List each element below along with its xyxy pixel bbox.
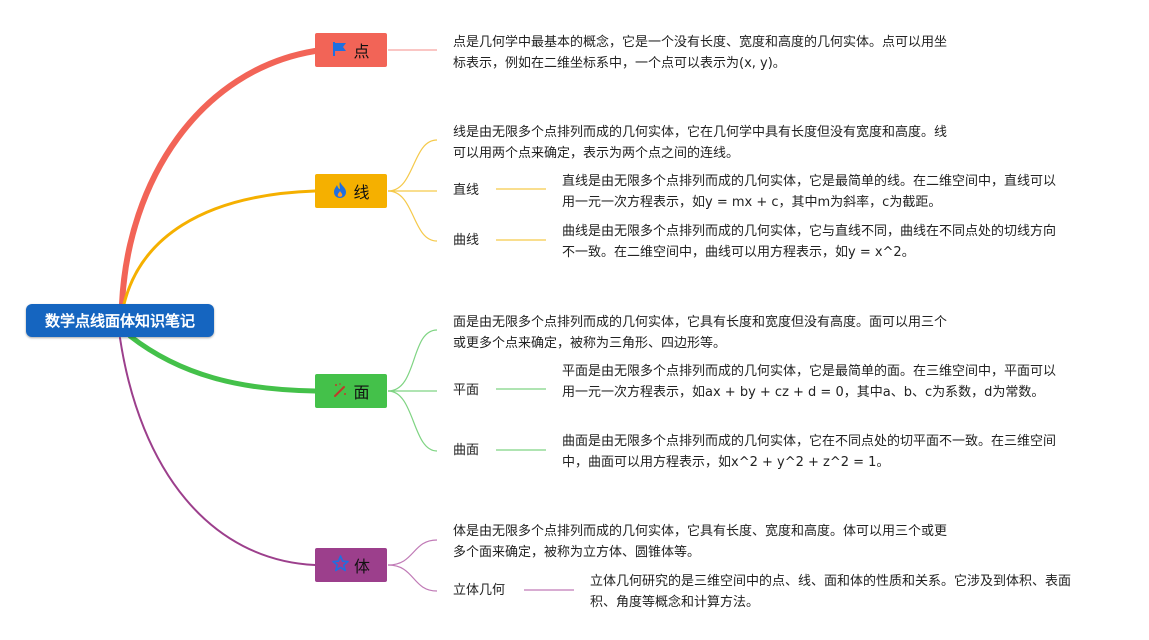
link-face-desc — [387, 329, 438, 392]
root-topic[interactable]: 数学点线面体知识笔记 — [26, 304, 214, 337]
branch-line-label: 线 — [353, 183, 370, 202]
plane-description: 平面是由无限多个点排列而成的几何实体，它是最简单的面。在三维空间中，平面可以用一… — [562, 364, 1057, 400]
branch-point[interactable]: 点 — [315, 33, 387, 67]
subtopic-straight-line[interactable]: 直线 — [453, 183, 480, 198]
point-description: 点是几何学中最基本的概念，它是一个没有长度、宽度和高度的几何实体。点可以用坐标表… — [453, 35, 948, 71]
branch-body[interactable]: 体 — [315, 548, 387, 582]
curve-description: 曲线是由无限多个点排列而成的几何实体，它与直线不同，曲线在不同点处的切线方向不一… — [562, 224, 1057, 260]
root-title: 数学点线面体知识笔记 — [44, 312, 195, 330]
link-body-desc — [387, 539, 438, 566]
link-face-surface — [387, 390, 438, 452]
subtopic-plane[interactable]: 平面 — [453, 383, 480, 398]
fire-icon — [332, 181, 348, 202]
link-line-desc — [387, 139, 438, 192]
link-root-line — [122, 189, 317, 306]
subtopic-curved-surface[interactable]: 曲面 — [453, 443, 480, 458]
link-root-point — [119, 48, 318, 307]
branch-point-label: 点 — [353, 42, 370, 61]
link-root-body — [119, 337, 316, 566]
magic-wand-icon — [332, 382, 348, 401]
link-line-curve — [387, 190, 438, 242]
star-icon — [332, 555, 349, 575]
solid-geometry-description: 立体几何研究的是三维空间中的点、线、面和体的性质和关系。它涉及到体积、表面积、角… — [590, 574, 1072, 610]
branch-line[interactable]: 线 — [315, 174, 387, 208]
subtopic-solid-geometry[interactable]: 立体几何 — [453, 583, 506, 598]
branch-face[interactable]: 面 — [315, 374, 387, 408]
face-description: 面是由无限多个点排列而成的几何实体，它具有长度和宽度但没有高度。面可以用三个或更… — [453, 315, 948, 351]
curved-surface-description: 曲面是由无限多个点排列而成的几何实体，它在不同点处的切平面不一致。在三维空间中，… — [562, 434, 1057, 470]
body-description: 体是由无限多个点排列而成的几何实体，它具有长度、宽度和高度。体可以用三个或更多个… — [453, 524, 948, 560]
line-description: 线是由无限多个点排列而成的几何实体，它在几何学中具有长度但没有宽度和高度。线可以… — [453, 125, 948, 161]
link-root-face — [127, 333, 318, 394]
branch-face-label: 面 — [353, 383, 370, 402]
subtopic-curve[interactable]: 曲线 — [453, 233, 480, 248]
link-body-solid — [387, 564, 438, 592]
straight-line-description: 直线是由无限多个点排列而成的几何实体，它是最简单的线。在二维空间中，直线可以用一… — [562, 174, 1057, 210]
branch-body-label: 体 — [353, 557, 370, 576]
flag-icon — [332, 41, 348, 60]
